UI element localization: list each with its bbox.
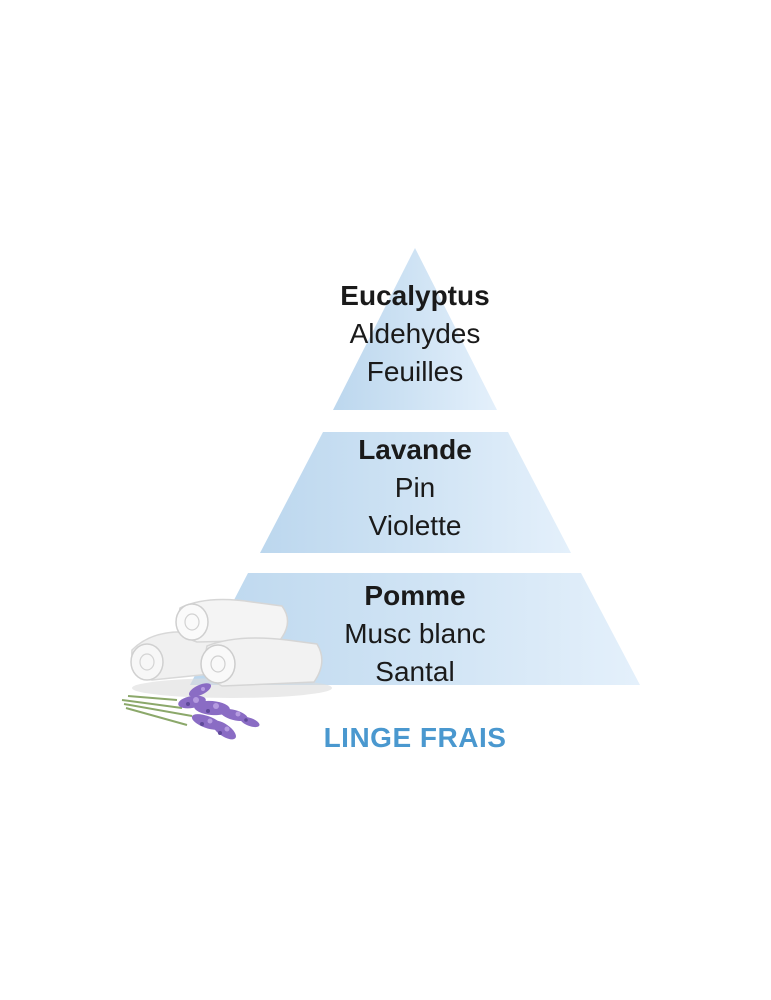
top-note-head: Eucalyptus: [340, 280, 490, 311]
base-note-1: Musc blanc: [344, 618, 486, 649]
base-note-head: Pomme: [364, 580, 466, 611]
base-note-2: Santal: [375, 656, 455, 687]
heart-note-2: Violette: [368, 510, 462, 541]
base-notes: Pomme Musc blanc Santal: [295, 582, 535, 696]
heart-note-1: Pin: [394, 472, 436, 503]
top-note-1: Aldehydes: [349, 318, 481, 349]
pyramid-tier-top: [333, 248, 497, 410]
heart-notes: Lavande Pin Violette: [295, 436, 535, 550]
heart-note-head: Lavande: [358, 434, 472, 465]
towels-and-lavender-icon: [121, 598, 332, 740]
top-notes: Eucalyptus Aldehydes Feuilles: [295, 282, 535, 396]
pyramid-tier-middle: [260, 432, 571, 553]
fragrance-name: LINGE FRAIS: [323, 722, 507, 753]
top-note-2: Feuilles: [366, 356, 464, 387]
